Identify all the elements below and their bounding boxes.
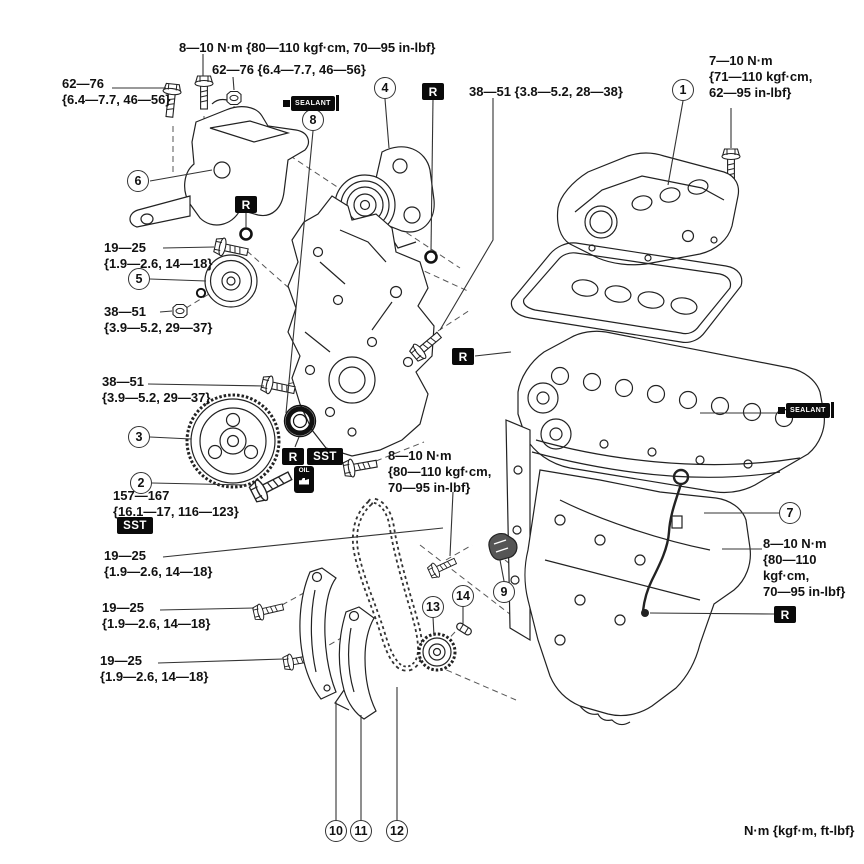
callout-6-engine-mount: 6 (127, 170, 149, 192)
replace-badge-oil-seal: R (282, 448, 304, 465)
callout-5-idler-pulley: 5 (128, 268, 150, 290)
part-engine-block-lower (505, 419, 751, 726)
sealant-cap-icon (336, 95, 340, 111)
torque-label-guide-bolt-upper: 19—25 {1.9—2.6, 14—18} (104, 548, 213, 579)
sst-badge-crank-bolt: SST (117, 517, 153, 534)
sealant-tube-badge-top: SEALANT (283, 94, 340, 112)
replace-badge-mount-oring: R (235, 196, 257, 213)
torque-label-mount-nut: 62—76 {6.4—7.7, 46—56} (212, 62, 366, 77)
part-dipstick (641, 468, 690, 617)
callout-3-crank-pulley: 3 (128, 426, 150, 448)
part-valve-cover (556, 152, 740, 266)
sealant-cap-icon (831, 402, 835, 418)
sealant-nozzle-icon (283, 99, 290, 107)
torque-label-dipstick-bolt: 8—10 N·m {80—110 kgf·cm, 70—95 in-lbf} (763, 536, 846, 599)
part-o-ring-left (239, 227, 253, 241)
sealant-nozzle-icon (778, 406, 785, 414)
leader-lines (112, 54, 779, 820)
callout-13-crank-sprocket: 13 (422, 596, 444, 618)
replace-badge-gasket: R (452, 348, 474, 365)
torque-label-mount-stud: 8—10 N·m {80—110 kgf·cm, 70—95 in-lbf} (179, 40, 436, 55)
sealant-label: SEALANT (291, 95, 335, 111)
callout-7-dipstick: 7 (779, 502, 801, 524)
callout-9-sensor: 9 (493, 581, 515, 603)
callout-2-crank-bolt: 2 (130, 472, 152, 494)
torque-label-crank-pulley-bolt: 157—167 {16.1—17, 116—123} (113, 488, 239, 519)
torque-label-guide-bolt-mid: 19—25 {1.9—2.6, 14—18} (102, 600, 211, 631)
part-timing-cover (287, 195, 435, 457)
oil-can-icon (299, 477, 309, 485)
oil-badge-label: OIL (298, 467, 310, 474)
sealant-label: SEALANT (786, 402, 830, 418)
torque-label-guide-bolt-lower: 19—25 {1.9—2.6, 14—18} (100, 653, 209, 684)
replace-badge-top: R (422, 83, 444, 100)
part-idler-pulley (204, 254, 258, 308)
part-oil-seal (283, 404, 317, 438)
part-cylinder-head (517, 330, 825, 494)
part-chain-guide-tensioner-arm (334, 606, 377, 720)
part-crank-pulley (185, 393, 281, 489)
torque-label-valve-cover-bolt: 7—10 N·m {71—110 kgf·cm, 62—95 in-lbf} (709, 53, 813, 100)
replace-badge-grommet: R (774, 606, 796, 623)
apply-oil-badge: OIL (294, 466, 314, 493)
part-valve-cover-gasket (510, 242, 743, 344)
part-chain-guide-fixed (299, 567, 337, 700)
part-dowel-pin (456, 622, 472, 636)
sealant-tube-badge-right: SEALANT (778, 401, 835, 419)
callout-4-belt-tensioner: 4 (374, 77, 396, 99)
torque-label-idler-nut: 38—51 {3.9—5.2, 29—37} (104, 304, 213, 335)
callout-11-tensioner-arm: 11 (350, 820, 372, 842)
callout-12-timing-chain: 12 (386, 820, 408, 842)
torque-label-cover-upper-bolt: 38—51 {3.8—5.2, 28—38} (469, 84, 623, 99)
sst-badge-oil-seal: SST (307, 448, 343, 465)
torque-label-cover-lower-bolt: 38—51 {3.9—5.2, 29—37} (102, 374, 211, 405)
torque-label-mount-bolt: 62—76 {6.4—7.7, 46—56} (62, 76, 171, 107)
part-sensor (488, 533, 518, 561)
callout-8-timing-cover: 8 (302, 109, 324, 131)
torque-label-chain-tensioner-bolt: 8—10 N·m {80—110 kgf·cm, 70—95 in-lbf} (388, 448, 492, 495)
units-note: N·m {kgf·m, ft-lbf} (744, 823, 855, 838)
torque-label-idler-bolt: 19—25 {1.9—2.6, 14—18} (104, 240, 213, 271)
part-o-ring-upper (424, 250, 438, 264)
callout-10-chain-guide: 10 (325, 820, 347, 842)
part-crank-sprocket (417, 632, 457, 672)
callout-14-dowel-pin: 14 (452, 585, 474, 607)
callout-1-valve-cover: 1 (672, 79, 694, 101)
part-engine-mount (129, 98, 309, 228)
